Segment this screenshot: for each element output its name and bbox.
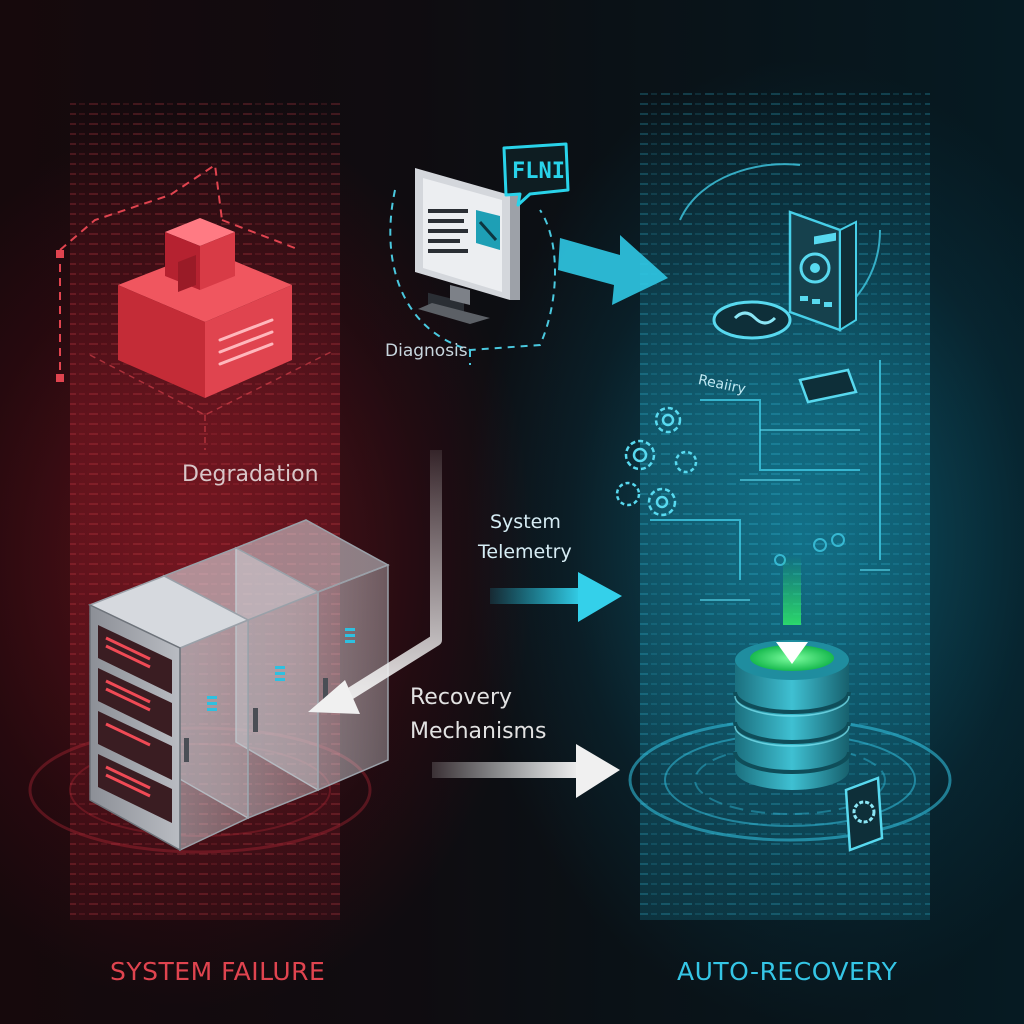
system-failure-title: SYSTEM FAILURE	[110, 957, 326, 986]
broken-box-frame	[56, 163, 301, 382]
database-icon	[733, 555, 851, 790]
telemetry-label-line1: System	[490, 511, 561, 533]
cloud-sync-icon	[712, 300, 792, 340]
recovery-mechanisms-label-line1: Recovery	[410, 685, 513, 710]
speech-bubble-text: FLNI	[512, 159, 565, 184]
recovery-circuit	[650, 163, 881, 580]
recovery-mechanisms-label-line2: Mechanisms	[410, 719, 547, 744]
device-icon	[798, 232, 858, 404]
telemetry-label-line2: Telemetry	[478, 541, 572, 563]
diagnosis-to-recovery-arrow	[558, 235, 668, 305]
shield-gear-icon	[844, 776, 884, 852]
broken-box-base-dashes	[89, 349, 336, 450]
gear-icon	[615, 406, 698, 517]
auto-recovery-title: AUTO-RECOVERY	[677, 957, 898, 986]
diagnosis-to-rack-arrow	[308, 450, 442, 714]
speech-bubble-icon	[502, 142, 570, 207]
tablet-icon	[788, 210, 857, 332]
telemetry-arrow	[490, 572, 622, 622]
circuit-dashes	[700, 429, 890, 601]
recovery-beam	[640, 90, 930, 920]
recovery-arrow	[432, 744, 620, 798]
monitor-icon	[415, 168, 520, 324]
diagnosis-label: Diagnosis	[385, 341, 468, 361]
diagnosis-frame	[389, 189, 556, 365]
server-rack-icon	[88, 519, 390, 852]
degradation-label: Degradation	[182, 462, 319, 487]
broken-box-icon	[118, 218, 292, 398]
